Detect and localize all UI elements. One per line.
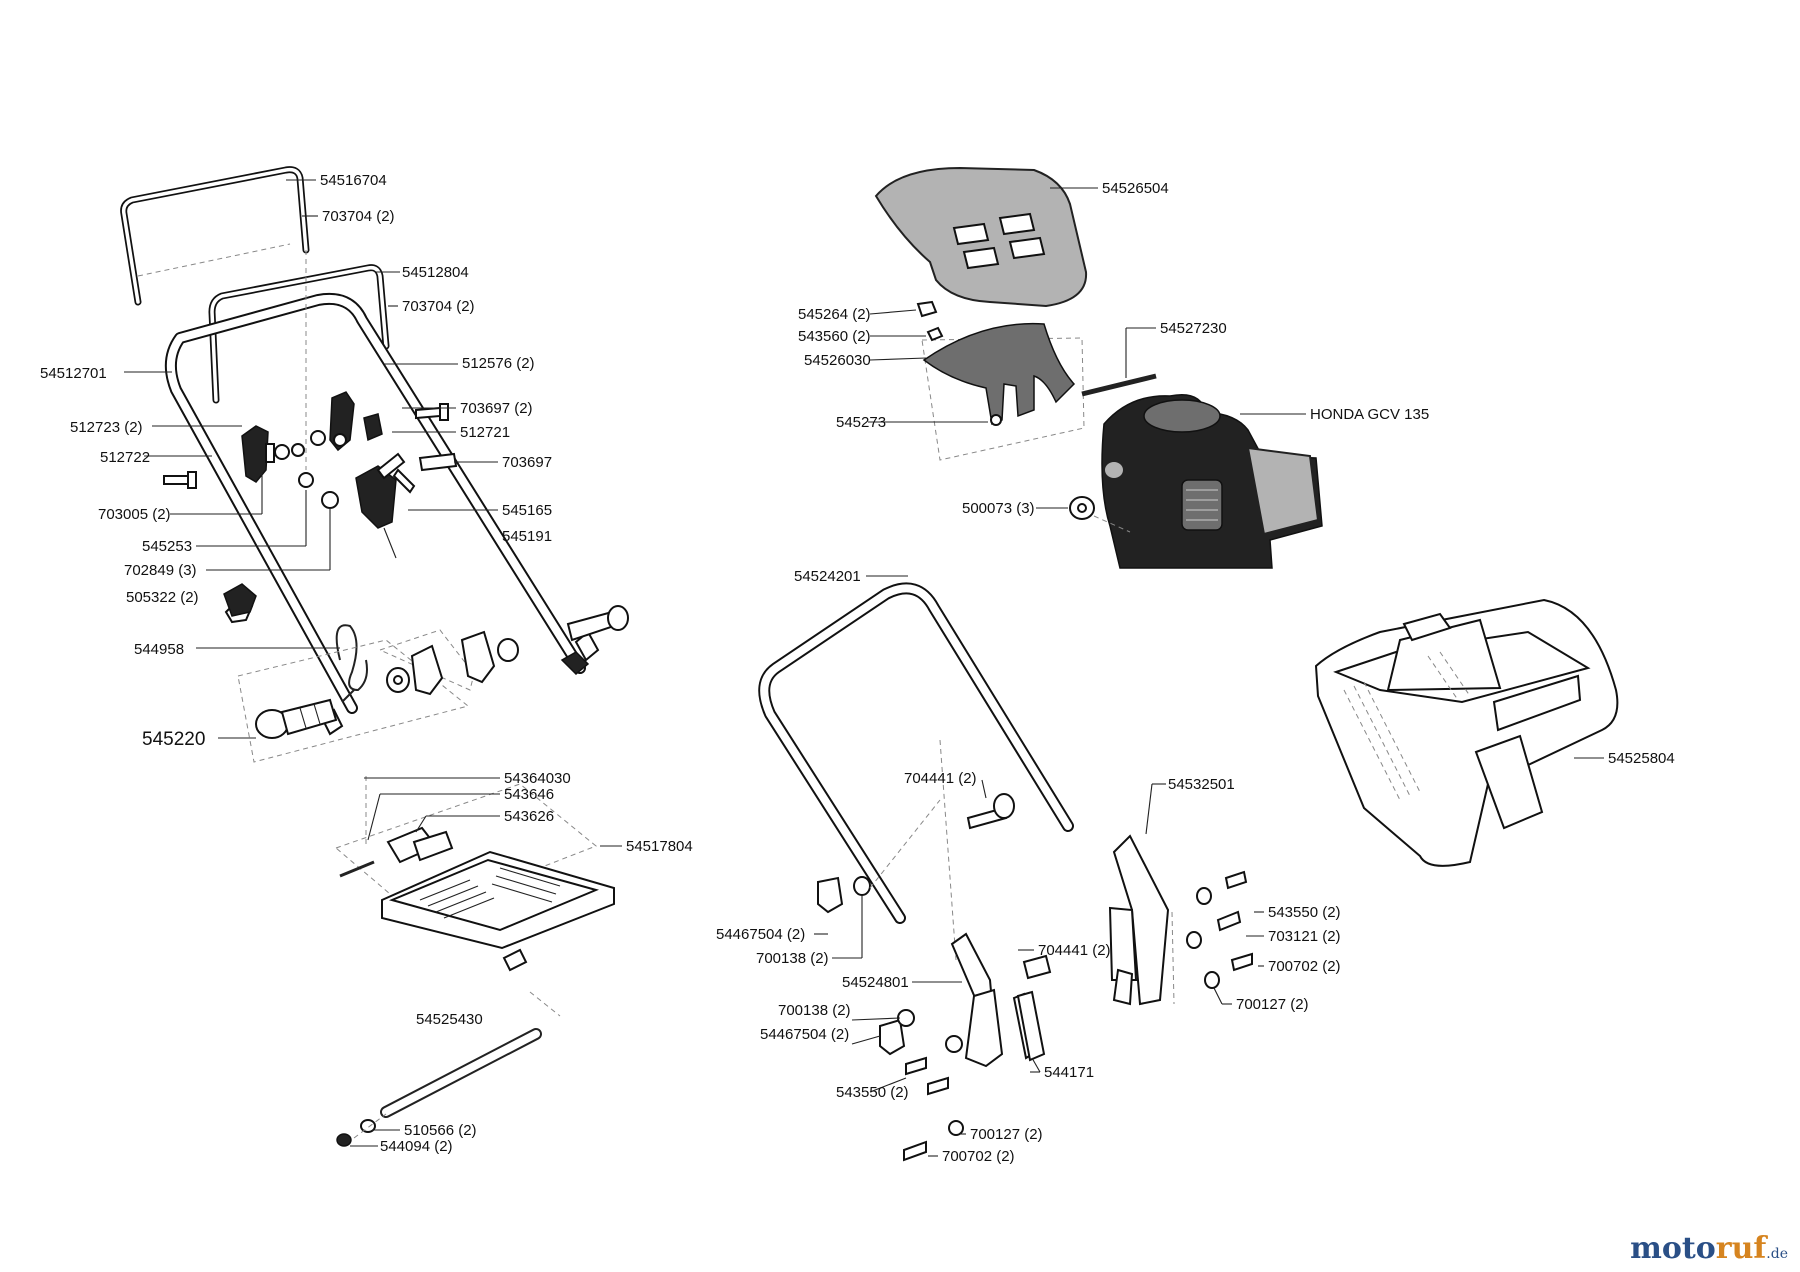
- label-54525804: 54525804: [1608, 750, 1675, 767]
- label-54516704: 54516704: [320, 172, 387, 189]
- part-labels: 54516704 703704 (2) 54512804 703704 (2) …: [40, 172, 1675, 1165]
- brand-part1: moto: [1630, 1231, 1716, 1266]
- label-54524201: 54524201: [794, 568, 861, 585]
- label-545220: 545220: [142, 729, 205, 750]
- label-703704-mid: 703704 (2): [402, 298, 475, 315]
- label-512721: 512721: [460, 424, 510, 441]
- handle-pin-544171: [1016, 990, 1046, 1062]
- label-54527230: 54527230: [1160, 320, 1227, 337]
- label-700138-low: 700138 (2): [778, 1002, 851, 1019]
- label-54467504-top: 54467504 (2): [716, 926, 805, 943]
- label-54512804: 54512804: [402, 264, 469, 281]
- label-700138-top: 700138 (2): [756, 950, 829, 967]
- label-543626: 543626: [504, 808, 554, 825]
- label-543646: 543646: [504, 786, 554, 803]
- grass-box-mesh: [1343, 651, 1471, 801]
- label-honda-gcv-135: HONDA GCV 135: [1310, 406, 1429, 423]
- grass-catcher-box: [1314, 598, 1619, 867]
- label-54517804: 54517804: [626, 838, 693, 855]
- label-54467504-low: 54467504 (2): [760, 1026, 849, 1043]
- knob-505322: [223, 583, 257, 617]
- throttle-rod: [1081, 373, 1157, 397]
- label-703697: 703697: [502, 454, 552, 471]
- label-543550-low: 543550 (2): [836, 1084, 909, 1101]
- label-512722: 512722: [100, 449, 150, 466]
- label-545191: 545191: [502, 528, 552, 545]
- brand-part2: ruf: [1715, 1231, 1767, 1266]
- label-704441-mid: 704441 (2): [1038, 942, 1111, 959]
- label-700702-right: 700702 (2): [1268, 958, 1341, 975]
- handle-cable-spring: [335, 624, 368, 703]
- handle-bracket-left: [950, 932, 1052, 1068]
- label-500073: 500073 (3): [962, 500, 1035, 517]
- leader-lines-right: [814, 187, 1604, 1157]
- label-54526504: 54526504: [1102, 180, 1169, 197]
- label-54525430: 54525430: [416, 1011, 483, 1028]
- handle-bolt-washer-set: [237, 605, 629, 763]
- label-54526030: 54526030: [804, 352, 871, 369]
- handle-bracket-right-fixings: [1186, 870, 1253, 989]
- handle-clamp-left: [241, 425, 305, 483]
- label-54532501: 54532501: [1168, 776, 1235, 793]
- label-510566: 510566 (2): [404, 1122, 477, 1139]
- label-545273: 545273: [836, 414, 886, 431]
- brand-logo: motoruf.de: [1630, 1231, 1788, 1266]
- label-54524801: 54524801: [842, 974, 909, 991]
- label-703704-top: 703704 (2): [322, 208, 395, 225]
- rear-axle: [336, 991, 561, 1147]
- clamp-bolts: [163, 403, 458, 509]
- label-545264: 545264 (2): [798, 306, 871, 323]
- engine-bracket: [916, 300, 1085, 461]
- label-544171: 544171: [1044, 1064, 1094, 1081]
- label-700127-right: 700127 (2): [1236, 996, 1309, 1013]
- label-703005: 703005 (2): [98, 506, 171, 523]
- label-700702-low: 700702 (2): [942, 1148, 1015, 1165]
- label-54512701: 54512701: [40, 365, 107, 382]
- label-505322: 505322 (2): [126, 589, 199, 606]
- brand-tld: .de: [1766, 1246, 1788, 1262]
- handle-bracket-right: [1108, 834, 1175, 1006]
- label-54364030: 54364030: [504, 770, 571, 787]
- label-544094: 544094 (2): [380, 1138, 453, 1155]
- leader-lines: [124, 179, 622, 1147]
- label-545253: 545253: [142, 538, 192, 555]
- label-703121: 703121 (2): [1268, 928, 1341, 945]
- label-512576: 512576 (2): [462, 355, 535, 372]
- label-544958: 544958: [134, 641, 184, 658]
- engine-hood: [874, 166, 1088, 308]
- upper-handle-bar: [120, 166, 310, 306]
- label-703697-pair: 703697 (2): [460, 400, 533, 417]
- flap-grille: [419, 867, 561, 919]
- label-702849: 702849 (3): [124, 562, 197, 579]
- lower-handle-tube-right: [758, 582, 1074, 961]
- label-545165: 545165: [502, 502, 552, 519]
- label-700127-low: 700127 (2): [970, 1126, 1043, 1143]
- handle-bolts-right: [817, 793, 1015, 914]
- middle-handle-bar: [208, 264, 390, 404]
- rear-flap-assembly: [335, 776, 615, 972]
- throttle-lever: [355, 452, 416, 559]
- label-704441-top: 704441 (2): [904, 770, 977, 787]
- handle-bracket-left-fixings: [879, 1009, 964, 1162]
- label-543560: 543560 (2): [798, 328, 871, 345]
- handle-clamp-right: [310, 391, 383, 452]
- lower-handle-tube: [164, 250, 586, 714]
- engine-nut: [1069, 496, 1131, 533]
- honda-engine: [1101, 394, 1323, 569]
- label-543550-right: 543550 (2): [1268, 904, 1341, 921]
- label-512723: 512723 (2): [70, 419, 143, 436]
